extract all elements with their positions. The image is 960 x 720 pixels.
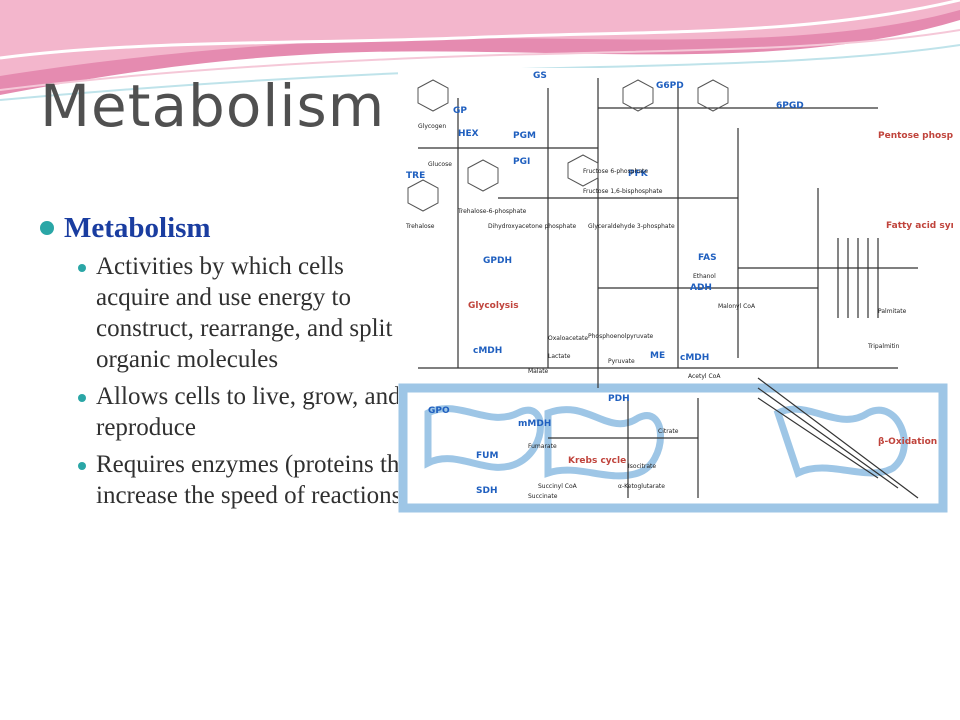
metabolite-label: Tripalmitin bbox=[867, 343, 900, 350]
enzyme-label: GP bbox=[453, 106, 467, 116]
metabolite-label: Phosphoenolpyruvate bbox=[588, 333, 654, 340]
metabolite-label: Citrate bbox=[658, 428, 679, 435]
enzyme-label: TRE bbox=[406, 171, 425, 181]
enzyme-label: cMDH bbox=[473, 346, 502, 356]
metabolite-label: Oxaloacetate bbox=[548, 335, 588, 342]
sub-bullet-text: Requires enzymes (proteins that increase… bbox=[96, 451, 418, 509]
enzyme-label: G6PD bbox=[656, 81, 684, 91]
bullet-list: Metabolism Activities by which cells acq… bbox=[40, 212, 420, 511]
enzyme-label: HEX bbox=[458, 129, 479, 139]
slide-title: Metabolism bbox=[40, 72, 386, 140]
enzyme-label: GS bbox=[533, 71, 547, 81]
metabolite-label: Dihydroxyacetone phosphate bbox=[488, 223, 577, 230]
region-label-fatty-acid: Fatty acid synthesis bbox=[886, 221, 953, 231]
sub-bullet-text: Allows cells to live, grow, and reproduc… bbox=[96, 383, 401, 441]
sub-bullet-dot-icon bbox=[78, 462, 86, 470]
sub-bullet-text: Activities by which cells acquire and us… bbox=[96, 253, 393, 373]
enzyme-label: GPO bbox=[428, 406, 450, 416]
sub-bullet-item: Activities by which cells acquire and us… bbox=[78, 251, 420, 375]
metabolite-label: Succinyl CoA bbox=[538, 483, 578, 490]
metabolite-label: Trehalose bbox=[405, 223, 435, 230]
metabolite-label: Malonyl CoA bbox=[718, 303, 756, 310]
region-label-pentose: Pentose phosphate pathway bbox=[878, 131, 953, 141]
sub-bullet-dot-icon bbox=[78, 394, 86, 402]
metabolite-label: Fructose 1,6-bisphosphate bbox=[583, 188, 663, 195]
metabolite-label: Trehalose-6-phosphate bbox=[457, 208, 527, 215]
enzyme-label: ME bbox=[650, 351, 665, 361]
sub-bullet-dot-icon bbox=[78, 264, 86, 272]
region-label-beta-oxidation: β-Oxidation bbox=[878, 437, 937, 447]
bullet-item-main: Metabolism bbox=[40, 212, 420, 245]
enzyme-label: SDH bbox=[476, 486, 498, 496]
bullet-dot-icon bbox=[40, 221, 54, 235]
metabolite-label: Malate bbox=[528, 368, 549, 375]
enzyme-label: GPDH bbox=[483, 256, 512, 266]
enzyme-label: 6PGD bbox=[776, 101, 804, 111]
sub-bullet-item: Requires enzymes (proteins that increase… bbox=[78, 449, 420, 511]
metabolite-label: Fructose 6-phosphate bbox=[583, 168, 648, 175]
enzyme-label: FUM bbox=[476, 451, 498, 461]
metabolite-label: Acetyl CoA bbox=[688, 373, 721, 380]
metabolite-label: Glycogen bbox=[418, 123, 446, 130]
metabolite-label: Lactate bbox=[548, 353, 571, 360]
metabolite-label: α-Ketoglutarate bbox=[618, 483, 665, 490]
bullet-heading: Metabolism bbox=[64, 212, 211, 244]
metabolite-label: Glyceraldehyde 3-phosphate bbox=[588, 223, 675, 230]
metabolite-label: Glucose bbox=[428, 161, 452, 168]
enzyme-label: PGI bbox=[513, 157, 530, 167]
metabolite-label: Pyruvate bbox=[608, 358, 635, 365]
enzyme-label: PDH bbox=[608, 394, 630, 404]
region-label-krebs: Krebs cycle bbox=[568, 456, 626, 466]
region-label-glycolysis: Glycolysis bbox=[468, 301, 519, 311]
enzyme-label: FAS bbox=[698, 253, 717, 263]
enzyme-label: mMDH bbox=[518, 419, 551, 429]
metabolite-label: Palmitate bbox=[878, 308, 907, 315]
enzyme-label: PFK bbox=[628, 169, 649, 179]
enzyme-label: PGM bbox=[513, 131, 536, 141]
metabolite-label: Fumarate bbox=[528, 443, 557, 450]
metabolite-label: Succinate bbox=[528, 493, 558, 500]
enzyme-label: cMDH bbox=[680, 353, 709, 363]
metabolite-label: Isocitrate bbox=[628, 463, 656, 470]
sub-bullet-item: Allows cells to live, grow, and reproduc… bbox=[78, 381, 420, 443]
metabolite-label: Ethanol bbox=[693, 273, 716, 280]
enzyme-label: ADH bbox=[690, 283, 712, 293]
metabolic-pathway-diagram: GS GP HEX PGM PGI TRE PFK G6PD 6PGD GPDH… bbox=[398, 68, 953, 523]
